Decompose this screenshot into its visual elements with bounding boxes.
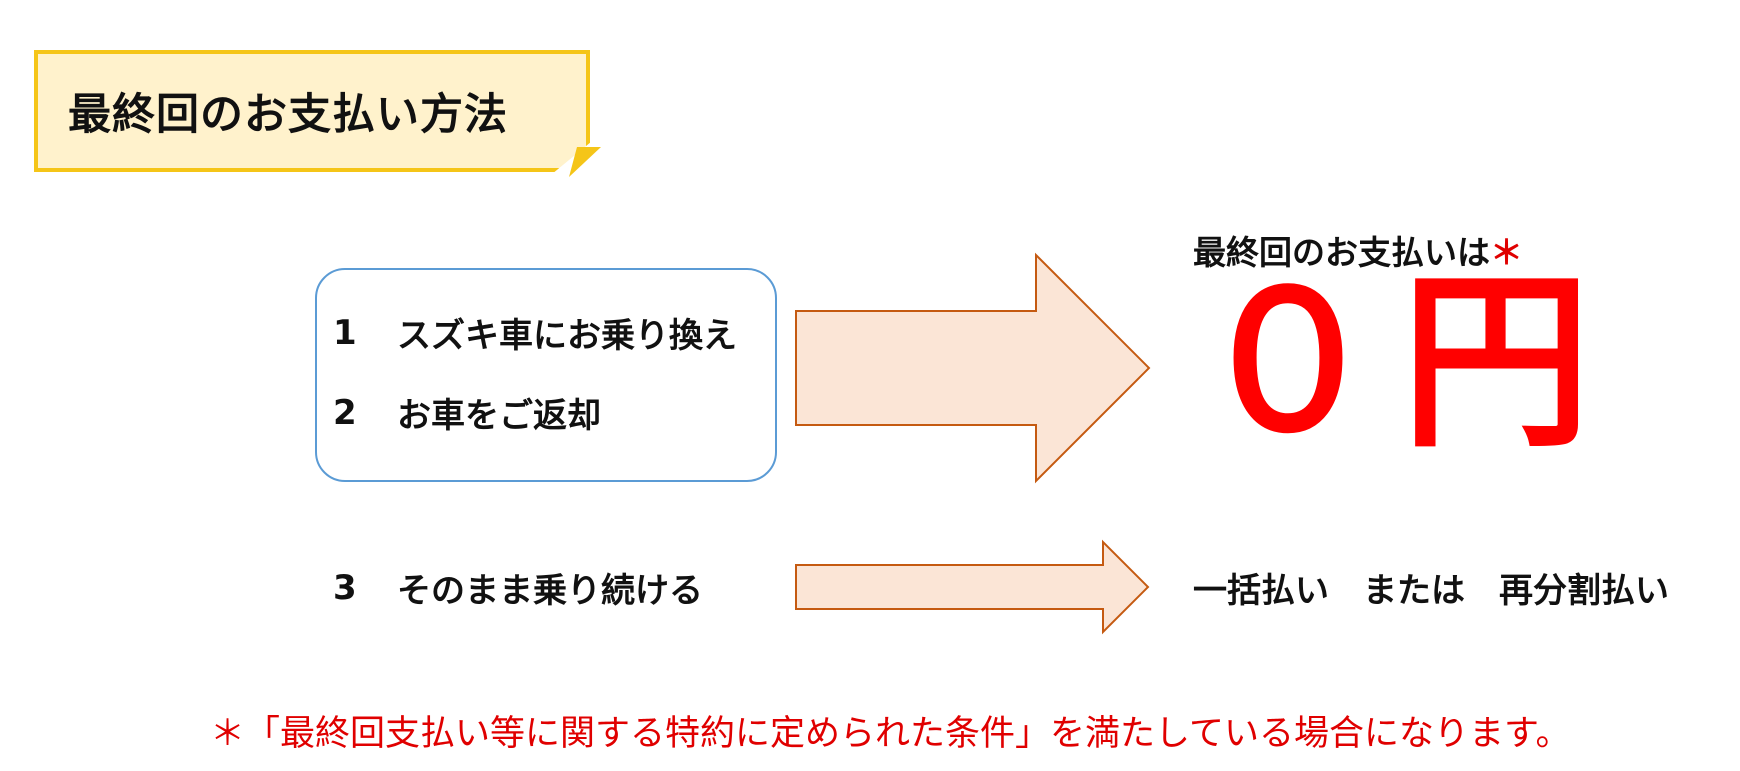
big-arrow [795, 252, 1151, 484]
small-arrow [795, 539, 1150, 635]
option-3-number: 3 [333, 567, 357, 608]
option-1-label: スズキ車にお乗り換え [397, 316, 737, 356]
options-box [315, 268, 777, 482]
footnote: ＊「最終回支払い等に関する特約に定められた条件」を満たしている場合になります。 [210, 714, 1571, 754]
option-1-number: 1 [333, 312, 357, 353]
option-2: 2 お車をご返却 [333, 388, 601, 437]
option-1: 1 スズキ車にお乗り換え [333, 308, 737, 357]
title-fold-corner [569, 147, 601, 177]
option-3-label: そのまま乗り続ける [397, 571, 703, 611]
option-2-number: 2 [333, 392, 357, 433]
page-title: 最終回のお支払い方法 [68, 90, 508, 140]
option-3: 3 そのまま乗り続ける [333, 563, 703, 612]
result-option-3: 一括払い または 再分割払い [1193, 571, 1669, 611]
result-caption-text: 最終回のお支払いは [1193, 233, 1490, 272]
result-asterisk: ＊ [1490, 233, 1523, 272]
zero-yen-amount: ０円 [1193, 252, 1610, 473]
result-caption: 最終回のお支払いは＊ [1193, 226, 1523, 274]
option-2-label: お車をご返却 [397, 396, 601, 436]
title-box [34, 50, 590, 172]
